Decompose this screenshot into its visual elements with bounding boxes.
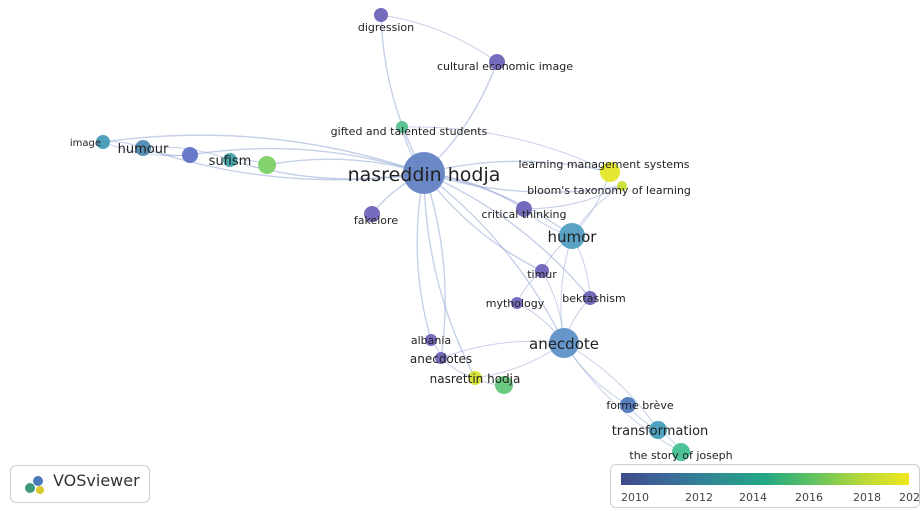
node-cluster_left[interactable] [182,147,198,163]
edge-critical-bloom [523,185,623,210]
edge-nasreddin-anecdote [423,172,565,344]
label-cultural: cultural economic image [437,60,573,73]
label-joseph: the story of joseph [629,449,732,462]
node-bloom[interactable] [617,181,627,191]
node-joseph[interactable] [672,443,690,461]
node-layer [85,8,690,500]
legend-tick-2020: 2020 [899,491,920,504]
vosviewer-logo-icon [25,476,44,494]
year-legend: 2010 2012 2014 2016 2018 2020 [610,464,920,508]
node-anecdotes[interactable] [435,352,447,364]
label-humor: humor [548,228,598,246]
edge-anecdote-joseph [563,342,682,453]
edge-anecdote-transformation [563,342,659,431]
node-gifted[interactable] [396,121,408,133]
label-timur: timur [527,268,557,281]
legend-tick-2018: 2018 [853,491,881,504]
label-forme: forme brève [606,399,673,412]
node-green_left[interactable] [258,156,276,174]
label-lms: learning management systems [518,158,689,171]
label-bektashism: bektashism [562,292,625,305]
label-fakelore: fakelore [354,214,398,227]
node-sufism[interactable] [223,153,237,167]
vosviewer-logo: VOSviewer [10,465,150,503]
edge-nasreddin-anecdotes [423,172,446,359]
node-transformation[interactable] [649,421,667,439]
label-sufism: sufism [209,154,252,169]
edge-nasreddin-image [102,134,425,174]
label-image: image [70,138,101,149]
node-bektashism[interactable] [583,291,597,305]
label-humour: humour [118,142,169,157]
node-fakelore[interactable] [364,206,380,222]
node-cultural[interactable] [489,54,505,70]
node-nasrettin[interactable] [468,371,482,385]
label-transformation: transformation [612,424,709,439]
edge-nasreddin-bektashism [423,172,591,299]
node-critical[interactable] [516,201,532,217]
node-humour[interactable] [135,140,151,156]
node-humor[interactable] [559,223,585,249]
label-digression: digression [358,21,414,34]
label-nasrettin: nasrettin hodja [430,372,521,386]
label-gifted: gifted and talented students [331,125,488,138]
legend-tick-2014: 2014 [739,491,767,504]
node-anecdote[interactable] [549,328,579,358]
edge-nasreddin-sufism [229,159,425,180]
label-layer: nasreddin hodja digression cultural econom… [34,21,733,501]
edge-nasreddin-albania [416,172,432,341]
label-anecdotes: anecdotes [410,352,472,366]
edge-nasreddin-lms [423,160,611,174]
legend-tick-2016: 2016 [795,491,823,504]
edge-digression-cultural [380,14,498,63]
label-nasreddin: nasreddin hodja [348,164,501,186]
node-lms[interactable] [600,162,620,182]
edge-nasreddin-digression [380,14,425,174]
legend-ticks: 2010 2012 2014 2016 2018 2020 [621,491,920,505]
node-timur[interactable] [535,264,549,278]
legend-tick-2010: 2010 [621,491,649,504]
node-image[interactable] [96,135,110,149]
label-mythology: mythology [486,297,545,310]
label-anecdote: anecdote [529,335,599,353]
edge-gifted-lms [401,126,611,173]
edge-nasreddin-nasrettin [423,172,476,379]
edge-nasreddin-bloom [423,172,623,193]
label-albania: albania [411,334,451,347]
node-mythology[interactable] [511,297,523,309]
node-nasreddin[interactable] [403,152,445,194]
edge-nasreddin-cluster_left [189,147,425,174]
legend-tick-2012: 2012 [685,491,713,504]
node-digression[interactable] [374,8,388,22]
label-bloom: bloom's taxonomy of learning [527,184,691,197]
node-forme[interactable] [620,397,636,413]
node-albania[interactable] [425,334,437,346]
legend-color-bar [621,473,909,485]
app-name: VOSviewer [53,471,140,490]
label-critical: critical thinking [481,208,566,221]
node-green_bottom[interactable] [495,376,513,394]
